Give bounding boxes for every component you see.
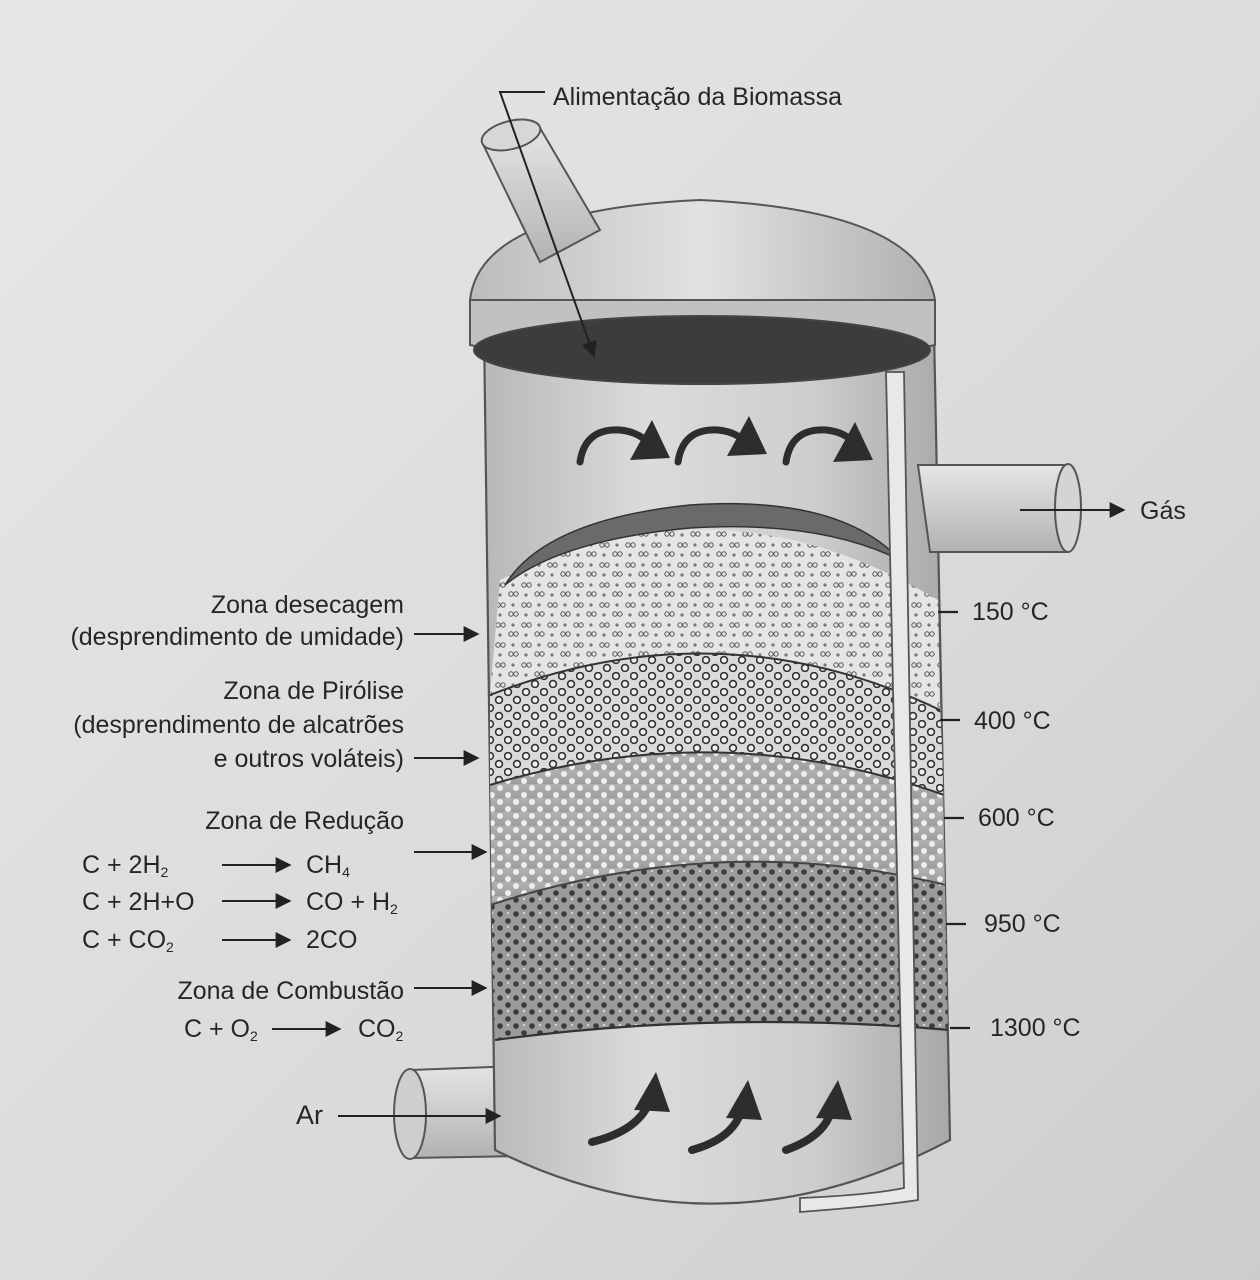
biomass-feed-pipe (480, 118, 602, 264)
reaction-2-right: CO + H2 (306, 888, 398, 917)
drying-zone-title: Zona desecagem (210, 591, 404, 619)
gas-riser-tube (799, 371, 919, 1213)
bed-layers (489, 529, 950, 1203)
temperature-400: 400 °C (974, 707, 1051, 735)
air-label: Ar (296, 1100, 323, 1130)
reaction-combustion-left: C + O2 (184, 1015, 258, 1044)
combustion-bed (490, 859, 950, 1040)
temperature-150: 150 °C (972, 598, 1049, 626)
reaction-combustion-right: CO2 (358, 1015, 404, 1044)
reaction-2-left: C + 2H+O (82, 888, 195, 916)
pyrolysis-zone-title: Zona de Pirólise (223, 677, 404, 705)
vapor-arrow-heads (630, 416, 873, 462)
pyrolysis-zone-desc-1: (desprendimento de alcatrões (73, 711, 404, 739)
leader-arrows (222, 91, 1126, 1124)
pyrolysis-zone-desc-2: e outros voláteis) (213, 745, 404, 773)
reaction-3-right: 2CO (306, 926, 358, 954)
reaction-1-left: C + 2H2 (82, 851, 169, 880)
reaction-3-left: C + CO2 (82, 926, 174, 955)
reduction-bed (490, 749, 946, 905)
combustion-zone-title: Zona de Combustão (177, 977, 404, 1005)
feed-label: Alimentação da Biomassa (553, 83, 843, 111)
temperature-600: 600 °C (978, 804, 1055, 832)
reaction-1-right: CH4 (306, 851, 350, 880)
drying-bed (490, 529, 940, 710)
reduction-zone-title: Zona de Redução (205, 807, 404, 835)
drying-zone-desc: (desprendimento de umidade) (70, 623, 404, 651)
temperature-950: 950 °C (984, 910, 1061, 938)
air-inlet-pipe (393, 1064, 521, 1160)
temperature-ticks (938, 610, 970, 1030)
air-arrow-heads (634, 1072, 852, 1120)
gas-outlet-pipe (916, 463, 1082, 553)
temperature-1300: 1300 °C (990, 1014, 1081, 1042)
gas-label: Gás (1140, 497, 1186, 525)
